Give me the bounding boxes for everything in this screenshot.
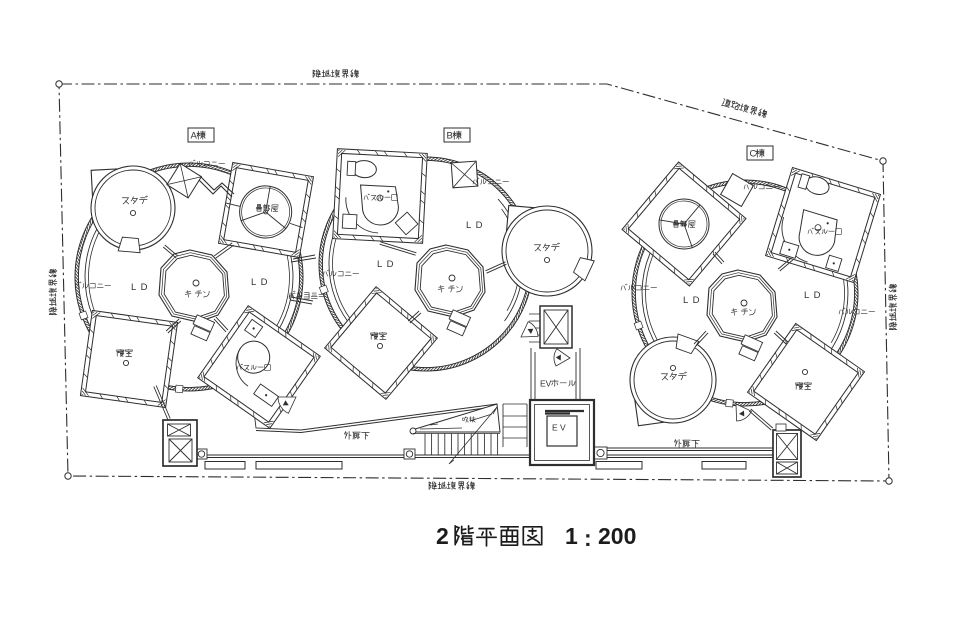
- svg-text:L D: L D: [466, 220, 483, 231]
- svg-text::: :: [584, 525, 592, 551]
- svg-text:A: A: [191, 131, 198, 142]
- svg-text:L D: L D: [804, 290, 821, 301]
- svg-text:L D: L D: [683, 295, 700, 306]
- svg-text:1: 1: [565, 523, 578, 549]
- svg-text:L D: L D: [251, 277, 268, 288]
- svg-text:B: B: [447, 131, 453, 142]
- svg-text:L D: L D: [377, 259, 394, 270]
- svg-text:L D: L D: [131, 282, 148, 293]
- svg-text:200: 200: [598, 523, 636, 549]
- svg-text:EV: EV: [540, 378, 552, 388]
- svg-text:E V: E V: [552, 422, 566, 432]
- svg-text:2: 2: [436, 523, 449, 549]
- svg-text:C: C: [750, 149, 757, 160]
